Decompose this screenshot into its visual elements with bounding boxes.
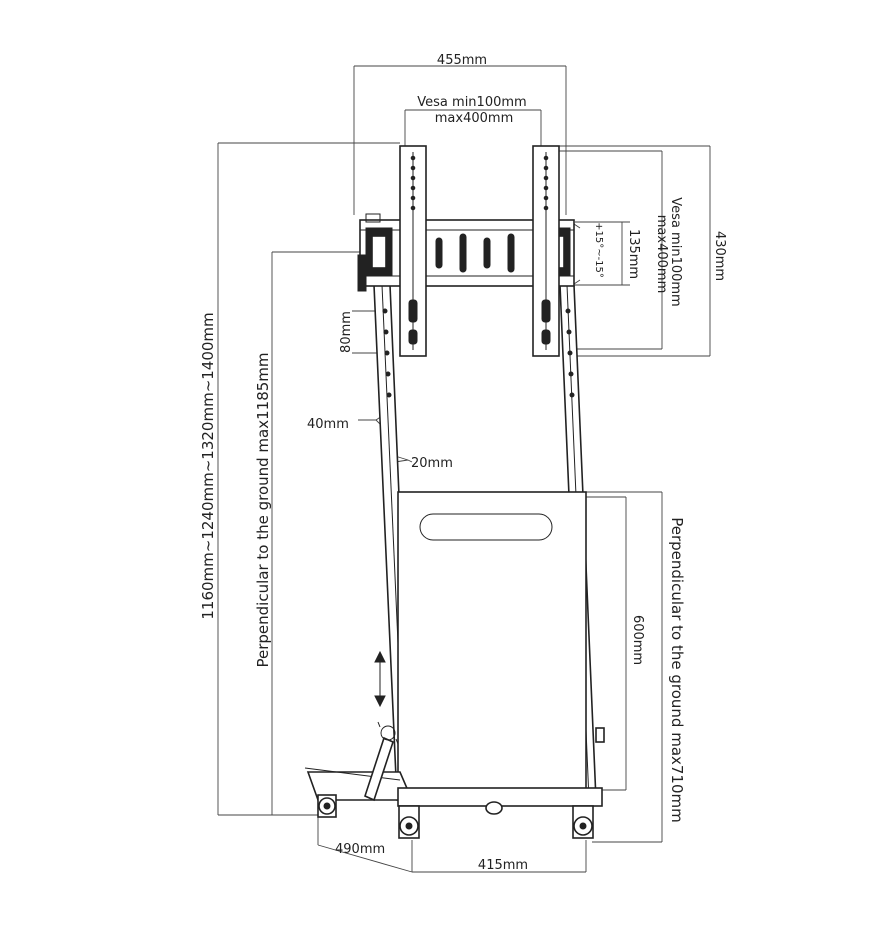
side-knob bbox=[595, 727, 605, 743]
label-tilt-height: 135mm bbox=[626, 229, 641, 279]
brace-strut bbox=[364, 736, 394, 802]
label-column-width: 40mm bbox=[307, 417, 349, 432]
storage-panel bbox=[397, 491, 587, 793]
label-vesa-h-max: max400mm bbox=[435, 111, 513, 126]
column-holes bbox=[382, 308, 575, 398]
label-vesa-h-min: Vesa min100mm bbox=[417, 95, 526, 110]
vesa-arm-left bbox=[399, 145, 427, 357]
label-vesa-v-min: Vesa min100mm bbox=[668, 197, 683, 306]
caster-center-left bbox=[398, 805, 420, 839]
dimension-labels: 455mm Vesa min100mm max400mm +15°~-15° 1… bbox=[199, 53, 727, 873]
label-overall-height: 1160mm~1240mm~1320mm~1400mm bbox=[199, 312, 217, 619]
vesa-arm-right bbox=[532, 145, 560, 357]
caster-right bbox=[572, 805, 594, 839]
label-column-depth: 20mm bbox=[411, 456, 453, 471]
height-adjust-arrow bbox=[374, 650, 386, 708]
panel-handle-slot bbox=[419, 513, 553, 541]
rotate-knob-icon bbox=[377, 721, 399, 745]
label-center-height: Perpendicular to the ground max1185mm bbox=[254, 352, 272, 667]
label-shelf-ground: Perpendicular to the ground max710mm bbox=[668, 517, 686, 823]
label-base-width: 415mm bbox=[478, 858, 528, 873]
label-vesa-v-max: max400mm bbox=[654, 215, 669, 293]
label-shelf-height: 600mm bbox=[630, 615, 645, 665]
caster-center bbox=[485, 801, 503, 815]
label-tilt-range: +15°~-15° bbox=[593, 222, 604, 278]
stand-structure bbox=[304, 145, 605, 839]
label-bracket-height: 430mm bbox=[712, 231, 727, 281]
dimension-lines bbox=[217, 65, 711, 873]
caster-left-front bbox=[317, 794, 337, 818]
label-base-depth: 490mm bbox=[335, 842, 385, 857]
label-slot-spacing: 80mm bbox=[339, 311, 354, 353]
label-overall-width: 455mm bbox=[437, 53, 487, 68]
